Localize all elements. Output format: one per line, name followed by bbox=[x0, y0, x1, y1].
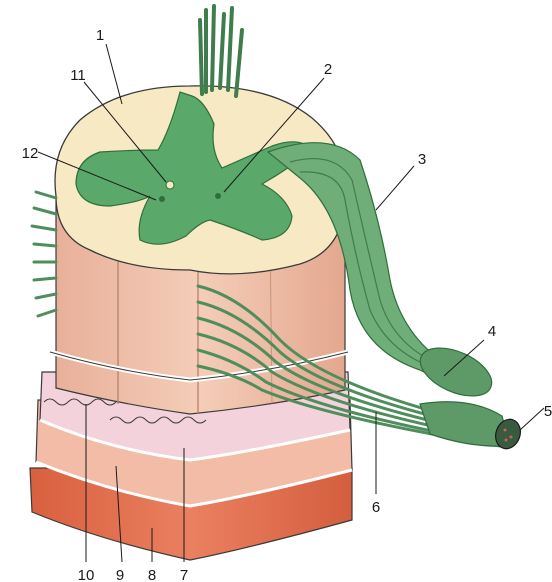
label-4: 4 bbox=[488, 323, 496, 340]
label-5: 5 bbox=[544, 403, 552, 420]
label-9: 9 bbox=[116, 567, 124, 582]
label-1: 1 bbox=[96, 27, 104, 44]
label-6: 6 bbox=[372, 499, 380, 516]
label-2: 2 bbox=[324, 61, 332, 78]
label-8: 8 bbox=[148, 567, 156, 582]
label-3: 3 bbox=[418, 151, 426, 168]
label-10: 10 bbox=[78, 567, 95, 582]
dorsal-rootlets-top bbox=[200, 6, 242, 96]
label-12: 12 bbox=[22, 145, 39, 162]
label-11: 11 bbox=[70, 67, 86, 84]
label-7: 7 bbox=[180, 567, 188, 582]
spinal-nerve bbox=[420, 402, 524, 452]
ventral-rootlets-left bbox=[32, 192, 56, 316]
